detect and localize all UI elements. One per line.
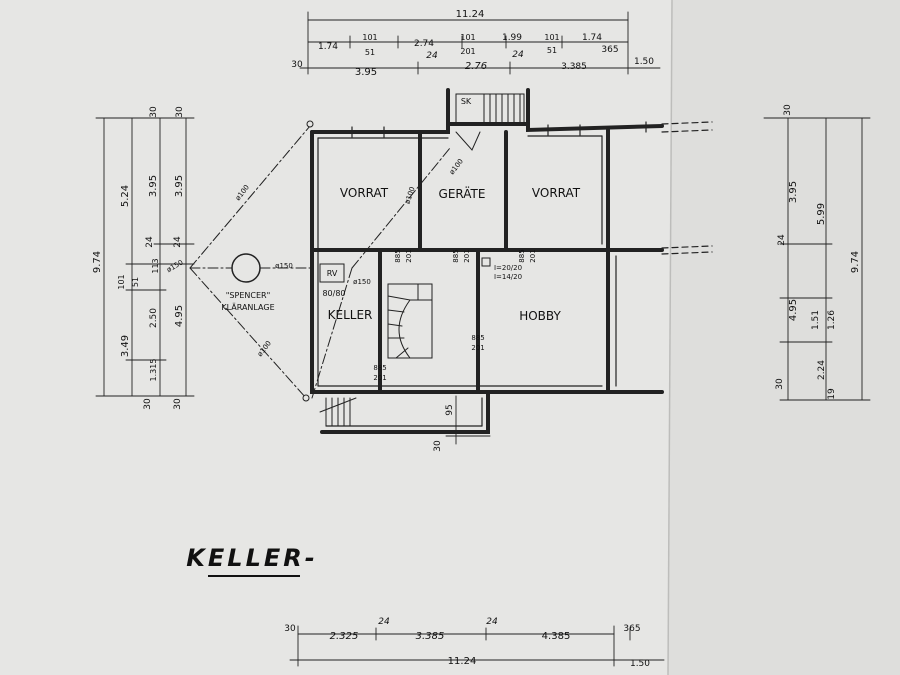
slope-label: I=20/20 xyxy=(494,264,522,272)
door-dim: 885 xyxy=(373,364,386,372)
dim-right: 4.95 xyxy=(788,299,799,321)
entrance-stair xyxy=(319,397,357,427)
dim-bottom: 365 xyxy=(623,624,640,634)
dim-top: 101 xyxy=(460,33,475,42)
dim-bottom-total: 11.24 xyxy=(448,656,477,667)
dim-left: 3.49 xyxy=(120,335,131,357)
dim-left: 1.315 xyxy=(149,359,158,382)
dim-entrance: 30 xyxy=(433,440,443,452)
klaeranlage-label: KLÄRANLAGE xyxy=(221,302,274,312)
dim-top: 1.74 xyxy=(318,42,338,52)
dim-bottom: 1.50 xyxy=(630,659,650,669)
door-dim: 201 xyxy=(373,374,386,382)
dim-top: 24 xyxy=(426,51,438,61)
dim-top: 201 xyxy=(460,47,475,56)
dim-right: 1.51 xyxy=(811,310,821,330)
paper-sheet-left xyxy=(0,0,672,675)
dim-top: 3.385 xyxy=(561,62,587,72)
dim-bottom: 4.385 xyxy=(542,631,571,642)
dim-left: 24 xyxy=(145,236,155,248)
pipe-label: ø150 xyxy=(275,262,293,270)
dim-right: 2.24 xyxy=(817,360,827,380)
dim-top: 1.50 xyxy=(634,57,654,67)
dim-left: 3.95 xyxy=(174,175,185,197)
dim-entrance: 95 xyxy=(445,404,455,415)
dim-top: 101 xyxy=(544,33,559,42)
room-label-vorrat-left: VORRAT xyxy=(340,186,389,200)
dim-top: 51 xyxy=(547,46,557,55)
dim-left: 24 xyxy=(173,236,183,248)
dim-bottom: 2.325 xyxy=(330,631,359,642)
door-dim: 885 xyxy=(394,249,402,262)
dim-top: 30 xyxy=(291,60,303,70)
dim-left: 113 xyxy=(151,258,160,273)
slope-label: I=14/20 xyxy=(494,273,522,281)
dim-left: 51 xyxy=(131,277,140,287)
rv-label: RV xyxy=(327,269,338,278)
dim-left: 4.95 xyxy=(174,305,185,327)
dim-left: 2.50 xyxy=(149,308,159,328)
dim-left: 101 xyxy=(117,274,126,289)
drain-pipes xyxy=(189,125,451,399)
dim-right: 9.74 xyxy=(850,251,861,273)
dim-right: 30 xyxy=(783,104,793,116)
dim-bottom: 30 xyxy=(284,624,296,634)
pipe-label: ø150 xyxy=(353,278,371,286)
dim-left: 9.74 xyxy=(92,251,103,273)
dim-left: 3.95 xyxy=(148,175,159,197)
rv-size-label: 80/80 xyxy=(322,289,345,298)
dim-bottom: 24 xyxy=(378,617,390,627)
top-stair xyxy=(455,93,525,151)
dim-right: 3.95 xyxy=(788,181,799,203)
room-label-hobby: HOBBY xyxy=(519,309,561,323)
paper-sheet-right xyxy=(668,0,900,675)
dim-top: 3.95 xyxy=(355,67,377,78)
dim-right: 1.26 xyxy=(827,310,837,330)
dim-left: 30 xyxy=(149,106,159,118)
dim-left: 30 xyxy=(143,398,153,410)
room-label-geraete: GERÄTE xyxy=(439,186,486,201)
door-dim: 201 xyxy=(529,249,537,262)
rv-box xyxy=(319,263,345,283)
door-dim: 201 xyxy=(405,249,413,262)
door-dim: 885 xyxy=(518,249,526,262)
door-dim: 201 xyxy=(471,344,484,352)
dim-left: 5.24 xyxy=(120,185,131,207)
dim-left: 30 xyxy=(173,398,183,410)
dim-top: 2.74 xyxy=(414,39,434,49)
dim-right: 24 xyxy=(777,234,787,246)
spiral-stair xyxy=(387,283,433,359)
door-dim: 885 xyxy=(452,249,460,262)
dim-right: 19 xyxy=(827,388,837,400)
dim-top-total: 11.24 xyxy=(456,9,485,20)
dim-top: 24 xyxy=(512,50,524,60)
dimension-lines xyxy=(95,11,871,667)
room-label-keller: KELLER xyxy=(328,308,373,322)
dim-right: 5.99 xyxy=(816,203,827,225)
spencer-label: "SPENCER" xyxy=(226,291,271,300)
dim-left: 30 xyxy=(175,106,185,118)
room-label-vorrat-right: VORRAT xyxy=(532,186,581,200)
dim-top: 365 xyxy=(601,45,618,55)
dim-top: 1.74 xyxy=(582,33,602,43)
sk-label: SK xyxy=(461,97,472,106)
dim-top: 101 xyxy=(362,33,377,42)
dim-top: 1.99 xyxy=(502,33,522,43)
dim-bottom: 3.385 xyxy=(416,631,445,642)
dim-top: 51 xyxy=(365,48,375,57)
dim-right: 30 xyxy=(775,378,785,390)
door-dim: 885 xyxy=(471,334,484,342)
door-dim: 201 xyxy=(463,249,471,262)
dim-top: 2.76 xyxy=(465,61,487,72)
dim-bottom: 24 xyxy=(486,617,498,627)
plan-title: KELLER- xyxy=(186,544,317,572)
